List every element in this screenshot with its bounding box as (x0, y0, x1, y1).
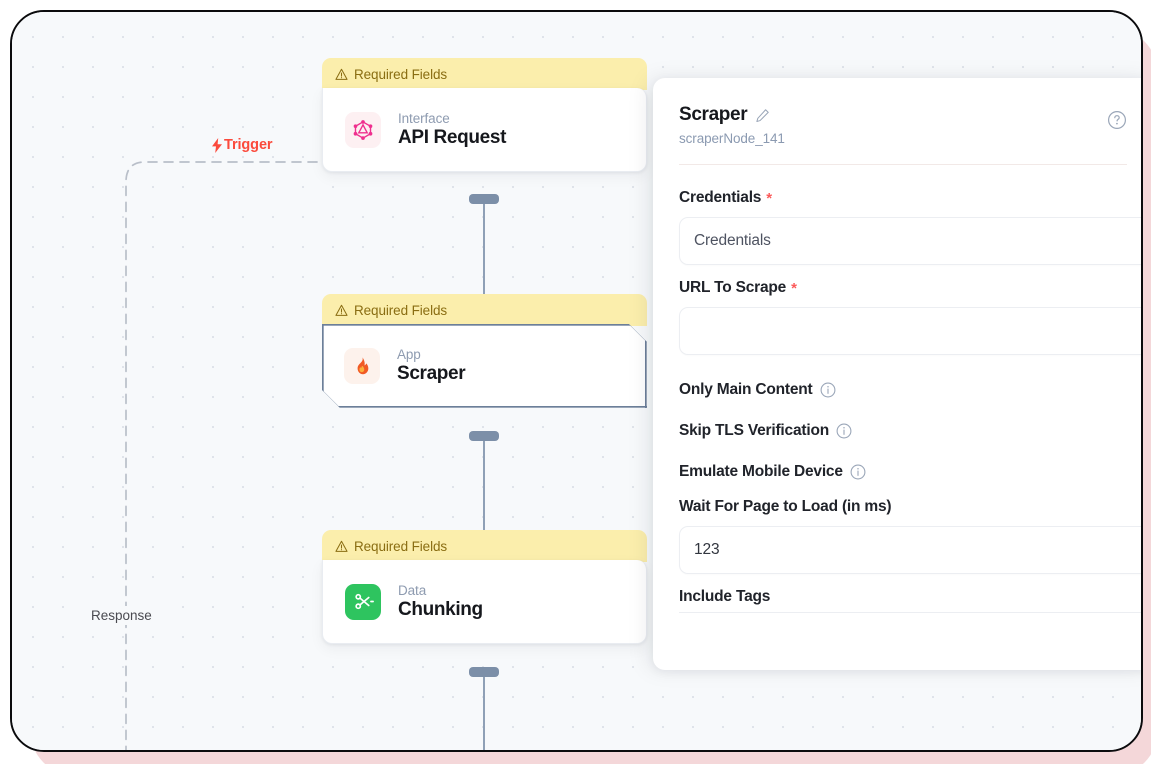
workflow-node-chunking[interactable]: Required Fields (322, 530, 647, 644)
node-kind-label: Data (398, 582, 427, 598)
node-title-label: Chunking (398, 598, 483, 620)
wait-for-page-load-input[interactable] (679, 526, 1141, 574)
url-to-scrape-input[interactable] (679, 307, 1141, 355)
warning-triangle-icon (335, 304, 348, 317)
field-label-text: URL To Scrape (679, 279, 787, 296)
panel-header: Scraper scraperNode_141 (653, 78, 1141, 154)
trigger-label: Trigger (211, 137, 273, 153)
field-label-text: Emulate Mobile Device (679, 462, 843, 480)
connector-line-2 (483, 435, 485, 543)
field-emulate-mobile-device[interactable]: Emulate Mobile Device (679, 451, 1127, 492)
connector-line-3 (483, 671, 485, 750)
node-handle-scraper-out[interactable] (469, 431, 499, 441)
connector-line-1 (483, 198, 485, 306)
node-title-label: Scraper (397, 363, 466, 384)
panel-node-id: scraperNode_141 (679, 131, 785, 146)
node-warning-text: Required Fields (354, 66, 448, 82)
credentials-input[interactable] (679, 217, 1141, 265)
panel-divider (679, 164, 1127, 165)
node-body[interactable]: Interface API Request (322, 88, 647, 172)
node-text: Interface API Request (398, 111, 506, 149)
field-label-text: Include Tags (679, 588, 771, 605)
trigger-label-text: Trigger (224, 137, 273, 153)
workflow-viewport: Trigger Response (10, 10, 1143, 752)
node-warning-text: Required Fields (354, 538, 448, 554)
node-body[interactable]: Data Chunking (322, 560, 647, 644)
node-handle-api-request-out[interactable] (469, 194, 499, 204)
workflow-node-api-request[interactable]: Required Fields (322, 58, 647, 172)
field-url-to-scrape: URL To Scrape * (679, 279, 1141, 355)
field-label: Include Tags (679, 588, 1127, 606)
field-underline (679, 612, 1141, 613)
field-label-text: Wait For Page to Load (in ms) (679, 498, 892, 515)
node-title-label: API Request (398, 126, 507, 148)
required-asterisk: * (766, 189, 772, 207)
node-warning-banner: Required Fields (322, 58, 647, 90)
panel-body: Credentials * URL To Scrape * Only Main … (653, 165, 1141, 613)
node-kind-label: App (397, 347, 421, 362)
field-label: URL To Scrape * (679, 279, 1127, 297)
scissors-icon (345, 583, 381, 620)
info-icon[interactable] (850, 464, 866, 480)
graphql-icon (345, 111, 381, 148)
node-inspector-panel: Scraper scraperNode_141 (653, 78, 1141, 670)
node-text: Data Chunking (398, 583, 483, 621)
pencil-icon[interactable] (755, 108, 770, 123)
node-warning-banner: Required Fields (322, 294, 647, 326)
lightning-bolt-icon (211, 137, 223, 153)
workflow-node-scraper[interactable]: Required Fields App Scraper (322, 294, 647, 408)
node-body[interactable]: App Scraper (322, 324, 647, 408)
node-warning-banner: Required Fields (322, 530, 647, 562)
info-icon[interactable] (820, 382, 836, 398)
node-bevel-top-right (629, 323, 649, 343)
question-mark-icon[interactable] (1107, 110, 1127, 130)
flame-icon (344, 348, 380, 384)
warning-triangle-icon (335, 68, 348, 81)
warning-triangle-icon (335, 540, 348, 553)
node-warning-text: Required Fields (354, 302, 448, 318)
field-include-tags: Include Tags (679, 588, 1141, 613)
field-label-text: Credentials (679, 189, 762, 206)
field-label-text: Skip TLS Verification (679, 421, 829, 439)
field-only-main-content[interactable]: Only Main Content (679, 369, 1127, 410)
field-label: Credentials * (679, 189, 1127, 207)
panel-title-row: Scraper (679, 104, 1127, 126)
node-bevel-bottom-left (320, 389, 340, 409)
info-icon[interactable] (836, 423, 852, 439)
field-skip-tls-verification[interactable]: Skip TLS Verification (679, 410, 1127, 451)
node-handle-chunking-out[interactable] (469, 667, 499, 677)
field-credentials: Credentials * (679, 189, 1141, 265)
panel-title: Scraper (679, 104, 748, 125)
response-label: Response (86, 606, 157, 625)
field-label: Wait For Page to Load (in ms) (679, 498, 1127, 516)
field-wait-for-page-load: Wait For Page to Load (in ms) (679, 498, 1141, 574)
node-kind-label: Interface (398, 110, 450, 126)
required-asterisk: * (791, 279, 797, 297)
field-label-text: Only Main Content (679, 380, 813, 398)
node-text: App Scraper (397, 347, 465, 385)
